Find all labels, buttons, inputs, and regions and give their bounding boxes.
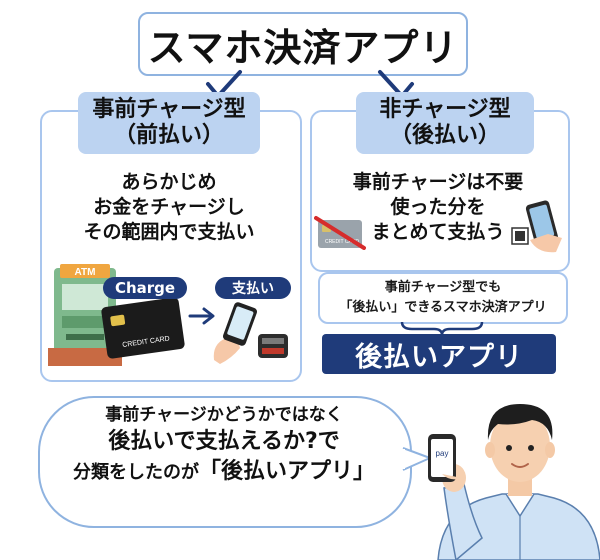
page-title: スマホ決済アプリ: [138, 12, 468, 76]
charge-label: Charge: [103, 277, 187, 299]
prepaid-desc-line: その範囲内で支払い: [83, 221, 255, 244]
non-prepaid-desc-line: 事前チャージは不要: [352, 171, 524, 193]
prepaid-desc-line: お金をチャージし: [93, 196, 245, 219]
prepaid-heading-sub: （前払い）: [113, 123, 224, 148]
prepaid-heading-title: 事前チャージ型: [92, 96, 246, 122]
after-pay-app-label: 後払いアプリ: [322, 334, 556, 374]
phone-pay-illustration: [213, 302, 288, 364]
credit-card-icon: CREDIT CARD: [101, 297, 185, 359]
hand-phone-icon: [213, 302, 257, 364]
note-line2: 「後払い」できるスマホ決済アプリ: [339, 300, 547, 315]
non-prepaid-desc-line: まとめて支払う: [371, 221, 505, 244]
bubble-text: 事前チャージかどうかではなく 後払いで支払えるか?で 分類をしたのが「後払いアプ…: [52, 404, 396, 487]
qr-phone-hand-icon: [511, 200, 562, 253]
bubble-line3-prefix: 分類をしたのが: [72, 462, 199, 484]
man-with-phone-illustration: pay: [428, 404, 600, 560]
atm-sign: ATM: [75, 267, 96, 278]
note-line1: 事前チャージ型でも: [384, 279, 502, 295]
phone-screen-text: pay: [436, 449, 449, 458]
pay-arrow-icon: [188, 307, 215, 325]
note-box: 事前チャージ型でも 「後払い」できるスマホ決済アプリ: [318, 272, 568, 324]
man-icon: [437, 404, 600, 560]
arrow-left: [218, 70, 242, 96]
non-prepaid-heading: 非チャージ型 （後払い）: [356, 92, 534, 154]
pay-label: 支払い: [215, 277, 291, 299]
bubble-line3-em: 「後払いアプリ」: [198, 459, 375, 485]
bubble-line2: 後払いで支払えるか?で: [108, 429, 340, 455]
non-prepaid-heading-sub: （後払い）: [389, 123, 500, 148]
smartphone-icon: pay: [428, 434, 456, 482]
non-prepaid-heading-title: 非チャージ型: [379, 96, 511, 122]
non-prepaid-description: 事前チャージは不要 使った分を まとめて支払う: [320, 170, 556, 245]
prepaid-desc-line: あらかじめ: [121, 171, 217, 193]
atm-card-illustration: ATM CREDIT CARD: [48, 264, 185, 366]
atm-icon: ATM: [48, 264, 122, 366]
bubble-line3: 分類をしたのが「後払いアプリ」: [52, 457, 396, 487]
prepaid-heading: 事前チャージ型 （前払い）: [78, 92, 260, 154]
prepaid-description: あらかじめ お金をチャージし その範囲内で支払い: [52, 170, 286, 245]
speech-bubble: [38, 396, 412, 528]
bubble-line1: 事前チャージかどうかではなく: [105, 405, 343, 425]
crossed-card-label: CREDIT CARD: [325, 239, 359, 245]
non-prepaid-desc-line: 使った分を: [390, 196, 486, 219]
crossed-card-icon: CREDIT CARD: [314, 216, 366, 250]
payment-terminal-icon: [258, 334, 288, 358]
arrow-right: [378, 70, 402, 96]
